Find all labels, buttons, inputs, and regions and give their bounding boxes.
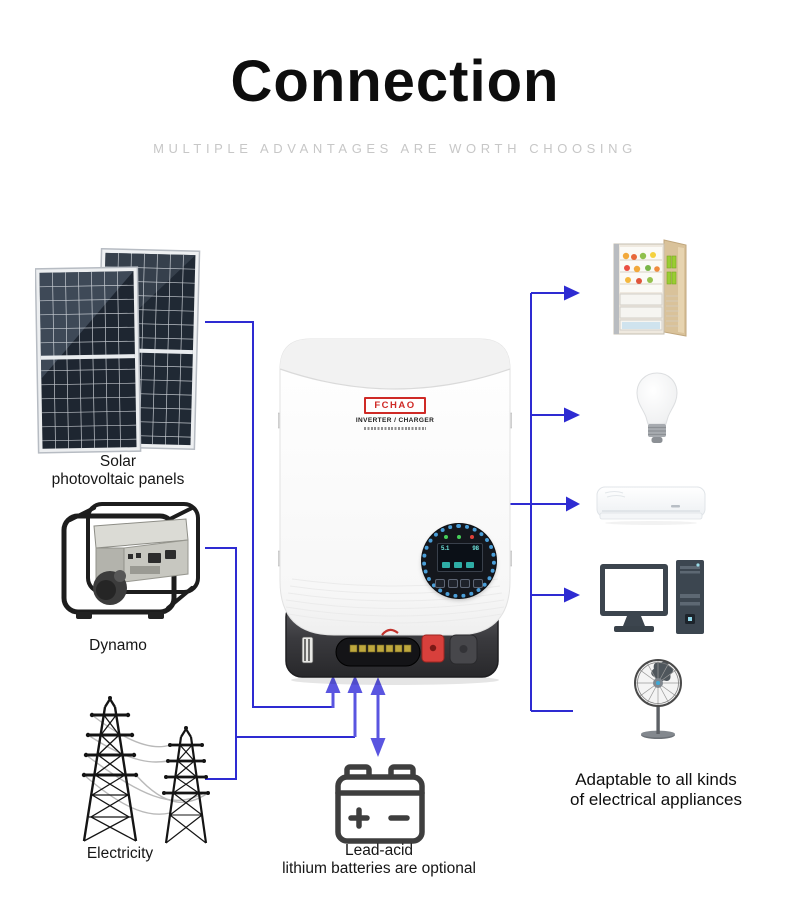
lcd-left-value: 5.1 — [441, 546, 450, 552]
inverter-unit: FCHAO INVERTER / CHARGER 5.1 98 — [278, 333, 512, 685]
arrow-bulb — [564, 407, 580, 423]
refrigerator-icon — [613, 239, 687, 337]
led-green-1 — [444, 535, 448, 539]
inverter-type-label: INVERTER / CHARGER — [355, 417, 435, 424]
brand-logo: FCHAO — [364, 397, 426, 414]
solar-label: Solar photovoltaic panels — [51, 453, 185, 488]
display-buttons — [426, 579, 492, 588]
display-button-4 — [472, 579, 483, 588]
led-green-2 — [457, 535, 461, 539]
fine-print-line — [364, 427, 426, 430]
generator-icon — [61, 502, 200, 619]
battery-icon — [335, 764, 425, 844]
display-button-1 — [435, 579, 446, 588]
lcd-right-value: 98 — [472, 546, 479, 552]
page-subtitle: MULTIPLE ADVANTAGES ARE WORTH CHOOSING — [153, 141, 637, 156]
display-button-3 — [460, 579, 471, 588]
dynamo-label: Dynamo — [89, 637, 147, 654]
arrow-computer — [564, 587, 580, 603]
arrow-fridge — [564, 285, 580, 301]
arrow-ac — [566, 496, 580, 512]
lcd-screen: 5.1 98 — [437, 543, 483, 572]
desktop-computer-icon — [600, 560, 704, 634]
status-leds — [426, 535, 492, 539]
display-button-2 — [447, 579, 458, 588]
led-red — [470, 535, 474, 539]
appliances-note: Adaptable to all kinds of electrical app… — [570, 770, 742, 810]
transmission-towers-icon — [81, 696, 210, 844]
light-bulb-icon — [636, 372, 678, 443]
electricity-label: Electricity — [86, 845, 154, 862]
page-title: Connection — [230, 49, 560, 114]
pedestal-fan-icon — [634, 659, 682, 739]
arrowhead-battery-down — [370, 738, 386, 757]
air-conditioner-icon — [596, 486, 706, 525]
solar-panels-icon — [35, 248, 201, 454]
brand-block: FCHAO INVERTER / CHARGER — [278, 395, 512, 430]
inverter-display: 5.1 98 — [422, 524, 496, 598]
inverter-body — [278, 338, 512, 685]
battery-label: Lead-acid lithium batteries are optional — [282, 842, 476, 877]
lcd-status-icons — [442, 562, 474, 568]
